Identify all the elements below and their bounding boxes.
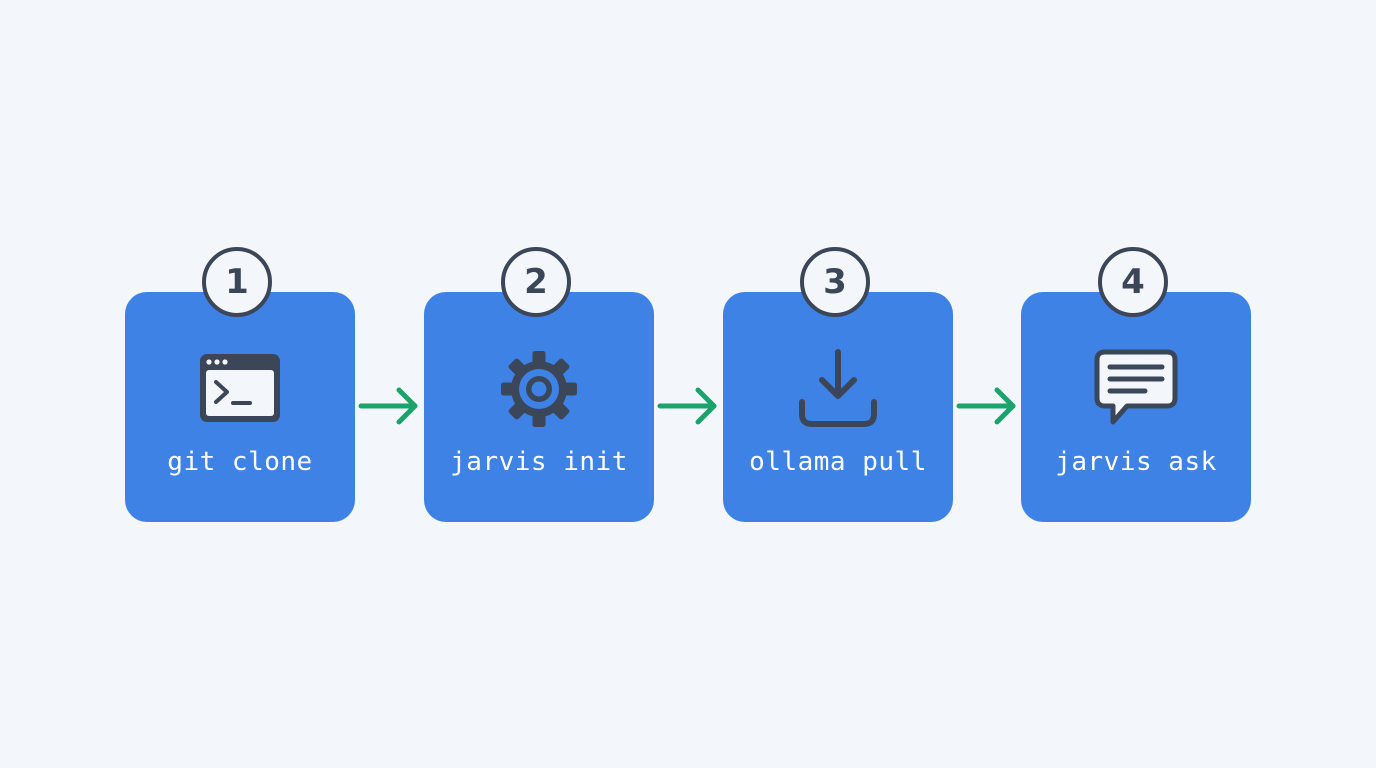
- arrow-right-icon: [357, 384, 421, 428]
- arrow-right-icon: [955, 384, 1019, 428]
- step-label: jarvis init: [450, 447, 628, 477]
- step-card-git-clone: 1 git clone: [125, 247, 355, 522]
- step-label: git clone: [167, 447, 313, 477]
- gear-icon: [494, 344, 584, 434]
- step-card-ollama-pull: 3 ollama pull: [723, 247, 953, 522]
- chat-bubble-icon: [1091, 344, 1181, 434]
- download-icon: [793, 344, 883, 434]
- step-number-badge: 2: [501, 247, 571, 317]
- step-card-jarvis-init: 2 jarvis init: [424, 247, 654, 522]
- terminal-icon: [195, 344, 285, 434]
- step-label: ollama pull: [749, 447, 927, 477]
- arrow-right-icon: [656, 384, 720, 428]
- step-card-jarvis-ask: 4 jarvis ask: [1021, 247, 1251, 522]
- step-number-badge: 1: [202, 247, 272, 317]
- step-label: jarvis ask: [1055, 447, 1217, 477]
- step-number-badge: 3: [800, 247, 870, 317]
- step-number-badge: 4: [1098, 247, 1168, 317]
